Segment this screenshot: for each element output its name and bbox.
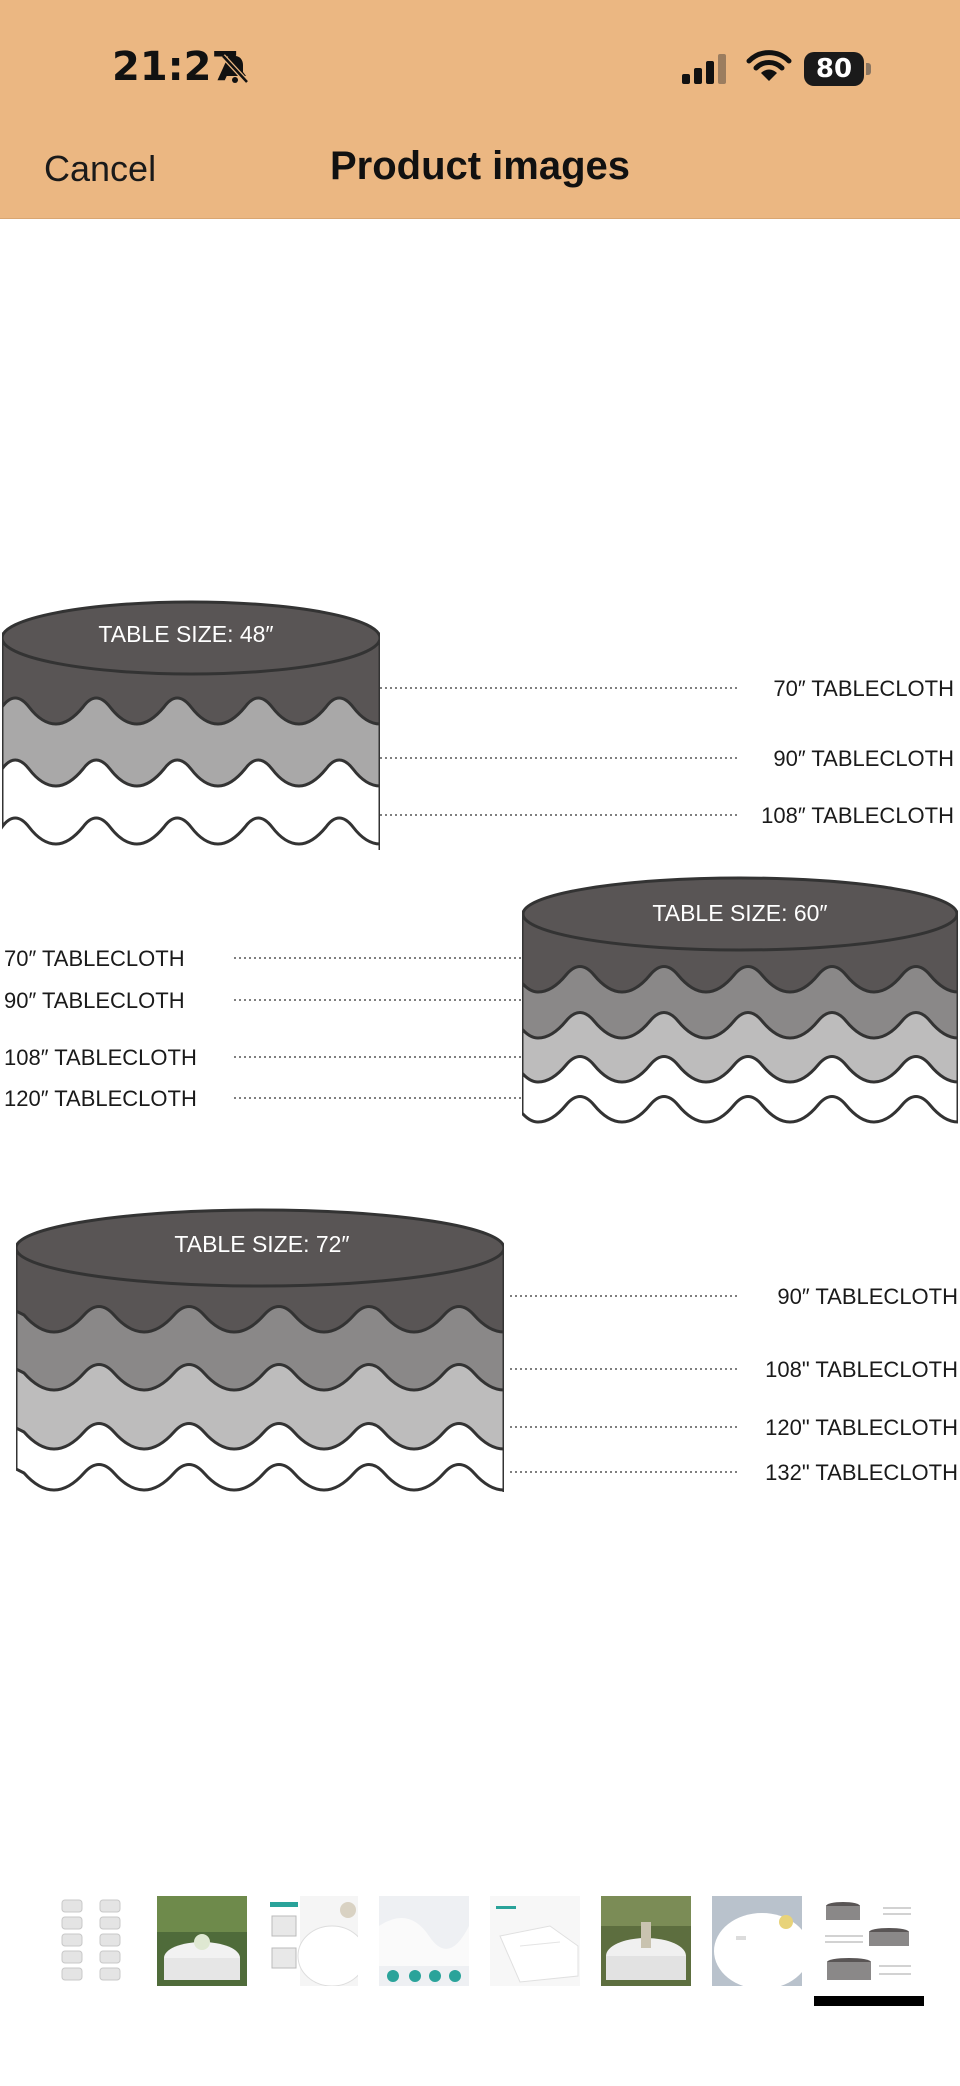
battery-body	[804, 52, 864, 86]
tablecloth-label: 90″ TABLECLOTH	[777, 1284, 958, 1309]
tablecloth-label: 108″ TABLECLOTH	[4, 1045, 197, 1070]
thumbnail-1[interactable]	[46, 1896, 136, 1986]
tablecloth-label: 132" TABLECLOTH	[765, 1460, 958, 1485]
tablecloth-label: 120" TABLECLOTH	[765, 1415, 958, 1440]
wifi-icon	[746, 50, 792, 81]
thumbnail-white-table-image	[712, 1896, 802, 1986]
battery-cap	[866, 63, 871, 75]
cellular-signal-icon	[682, 54, 726, 84]
tabletop-60	[522, 876, 958, 952]
tablecloth-label: 90″ TABLECLOTH	[4, 988, 185, 1013]
thumbnail-4[interactable]	[379, 1896, 469, 1986]
table-size-label: TABLE SIZE: 72″	[174, 1231, 349, 1257]
tablecloth-label: 120″ TABLECLOTH	[4, 1086, 197, 1111]
thumbnail-7[interactable]	[712, 1896, 802, 1986]
tier-132-edge	[16, 1248, 504, 1492]
thumbnail-6[interactable]	[601, 1896, 691, 1986]
thumbnail-5[interactable]	[490, 1896, 580, 1986]
thumbnail-banquet-image	[601, 1896, 691, 1986]
tabletop-48	[2, 600, 380, 676]
thumbnail-8[interactable]	[823, 1896, 913, 1986]
thumbnail-fabric-closeup-image	[490, 1896, 580, 1986]
thumbnail-3[interactable]	[268, 1896, 358, 1986]
thumbnail-size-chart-image	[823, 1896, 913, 1986]
tablecloth-label: 108" TABLECLOTH	[765, 1357, 958, 1382]
tablecloth-label: 70″ TABLECLOTH	[773, 676, 954, 701]
tier-120-edge	[522, 912, 958, 1124]
tier-108-edge	[2, 634, 380, 850]
battery-level: 80	[815, 54, 853, 84]
thumbnail-2[interactable]	[157, 1896, 247, 1986]
thumbnail-outdoor-wedding-image	[157, 1896, 247, 1986]
thumbnail-product-info-image	[268, 1896, 358, 1986]
tablecloth-size-chart-image: TABLE SIZE: 48″ 70″ TABLECLOTH 90″ TABLE…	[2, 600, 958, 1492]
nav-header: 21:27 80 Cancel Product images	[0, 0, 960, 219]
thumbnail-strip	[0, 1896, 960, 2016]
tablecloth-label: 108″ TABLECLOTH	[761, 803, 954, 828]
thumbnail-fabric-features-image	[379, 1896, 469, 1986]
tablecloth-label: 90″ TABLECLOTH	[773, 746, 954, 771]
status-time: 21:27	[112, 44, 240, 90]
tabletop-72	[16, 1208, 504, 1288]
selected-thumbnail-indicator	[814, 1996, 924, 2006]
table-size-label: TABLE SIZE: 60″	[652, 900, 827, 926]
page-title: Product images	[329, 144, 631, 188]
tablecloth-label: 70″ TABLECLOTH	[4, 946, 185, 971]
table-size-label: TABLE SIZE: 48″	[98, 621, 273, 647]
thumbnail-napkins-image	[61, 1899, 121, 1981]
bell-slash-icon	[221, 54, 249, 84]
table-72-diagram	[16, 1208, 504, 1492]
cancel-button[interactable]: Cancel	[44, 148, 157, 189]
table-60-diagram	[522, 876, 958, 1124]
table-48-diagram	[2, 600, 380, 850]
